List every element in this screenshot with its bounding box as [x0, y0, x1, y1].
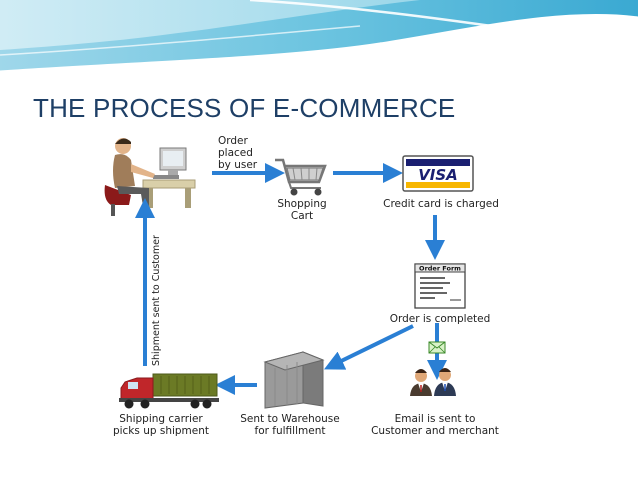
email-label: Email is sent to Customer and merchant [371, 413, 499, 437]
user-at-computer-icon [104, 138, 196, 216]
order-form-icon: Order Form [414, 263, 466, 309]
order-form-header: Order Form [419, 265, 461, 273]
envelope-icon [428, 341, 446, 354]
shipment-sent-label: Shipment sent to Customer [151, 235, 162, 366]
warehouse-icon [263, 351, 325, 409]
arrow-form-to-warehouse [324, 324, 414, 370]
shipping-carrier-label: Shipping carrier picks up shipment [112, 413, 210, 437]
order-completed-label: Order is completed [389, 313, 491, 325]
header-banner [0, 0, 638, 74]
ecommerce-process-diagram: VISA Order Form [75, 130, 545, 442]
credit-card-label: Credit card is charged [383, 198, 499, 210]
truck-icon [119, 373, 219, 409]
slide-title: THE PROCESS OF E-COMMERCE [33, 93, 456, 123]
shopping-cart-icon [275, 158, 327, 196]
order-placed-label: Order placed by user [218, 135, 258, 171]
shopping-cart-label: Shopping Cart [277, 198, 327, 222]
visa-text: VISA [418, 166, 458, 184]
warehouse-label: Sent to Warehouse for fulfillment [240, 413, 340, 437]
visa-card-icon: VISA [402, 155, 474, 192]
customer-merchant-icon [410, 368, 456, 396]
